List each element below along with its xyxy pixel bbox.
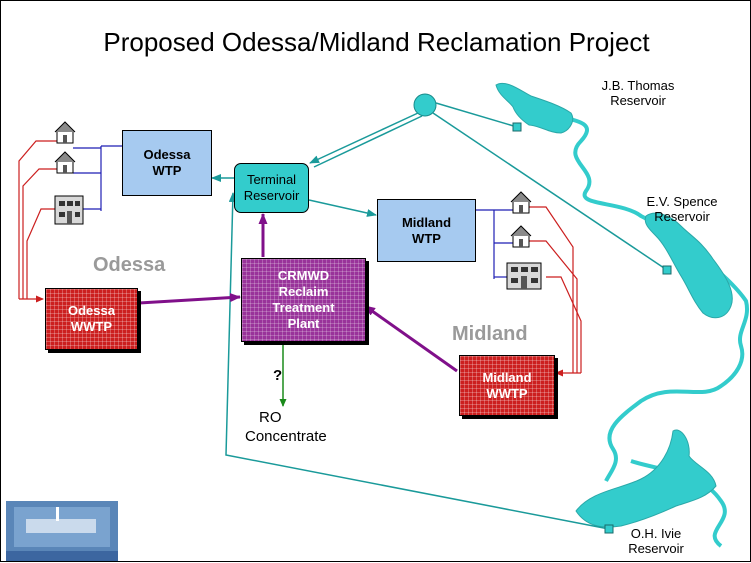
jb-thomas-intake: [512, 122, 522, 132]
midland-distribution-lines: [476, 209, 513, 279]
crmwd-plant-line-3: Treatment: [272, 300, 335, 315]
midland-wwtp-line-2: WWTP: [486, 385, 528, 401]
odessa-wwtp-line-1: Odessa: [68, 303, 115, 318]
midland-apartment-icon: [506, 262, 542, 290]
ev-spence-reservoir-shape: [644, 212, 733, 319]
ev-spence-line-2: Reservoir: [654, 209, 710, 224]
oh-ivie-intake: [604, 524, 614, 534]
terminal-reservoir-box: Terminal Reservoir: [234, 163, 309, 213]
terminal-reservoir-line-2: Reservoir: [243, 188, 300, 203]
midland-wwtp-line-1: Midland: [482, 369, 532, 385]
ro-line-2: Concentrate: [245, 428, 327, 445]
flow-odessa-wwtp-to-plant: [138, 293, 241, 305]
midland-wtp-line-1: Midland: [401, 214, 452, 230]
odessa-house-2-icon: [54, 151, 76, 174]
pipeline-junction-to-terminal-a: [309, 112, 419, 164]
odessa-collection-lines: [18, 140, 59, 303]
freese-nichols-logo: [6, 501, 118, 561]
odessa-wwtp-line-2: WWTP: [70, 319, 113, 334]
pipeline-jb-thomas: [435, 102, 518, 128]
jb-thomas-reservoir-shape: [495, 82, 574, 134]
flow-midland-wwtp-to-plant: [364, 304, 458, 373]
ro-concentrate-label: RO Concentrate: [245, 408, 355, 446]
midland-wtp-box: Midland WTP: [377, 199, 476, 262]
oh-ivie-reservoir-shape: [575, 429, 717, 528]
ev-spence-label: E.V. Spence Reservoir: [627, 194, 737, 224]
crmwd-plant-box: CRMWD Reclaim Treatment Plant: [241, 258, 366, 342]
pipeline-junction: [413, 93, 437, 117]
river: [548, 111, 750, 482]
crmwd-plant-line-4: Plant: [287, 316, 320, 331]
midland-collection-lines: [528, 206, 582, 377]
ro-line-1: RO: [259, 409, 282, 426]
pipeline-ev-spence: [432, 112, 668, 271]
odessa-wwtp-box: Odessa WWTP: [45, 288, 138, 350]
oh-ivie-line-2: Reservoir: [628, 541, 684, 556]
midland-wtp-line-2: WTP: [412, 230, 441, 246]
midland-house-2-icon: [510, 225, 532, 248]
ev-spence-line-1: E.V. Spence: [646, 194, 718, 209]
terminal-reservoir-line-1: Terminal: [246, 172, 297, 187]
odessa-wtp-line-1: Odessa: [143, 147, 191, 162]
odessa-apartment-icon: [54, 195, 84, 225]
odessa-distribution-lines: [73, 145, 122, 211]
midland-house-1-icon: [510, 191, 532, 214]
oh-ivie-label: O.H. Ivie Reservoir: [601, 526, 711, 556]
odessa-house-1-icon: [54, 121, 76, 144]
pipeline-terminal-to-midland-wtp: [308, 199, 377, 217]
jb-thomas-label: J.B. Thomas Reservoir: [583, 78, 693, 108]
jb-thomas-line-2: Reservoir: [610, 93, 666, 108]
ro-question-mark: ?: [273, 367, 283, 384]
ev-spence-intake: [662, 265, 672, 275]
oh-ivie-line-1: O.H. Ivie: [630, 526, 682, 541]
pipeline-oh-ivie: [225, 192, 610, 530]
crmwd-plant-line-1: CRMWD: [277, 268, 330, 283]
slide-title: Proposed Odessa/Midland Reclamation Proj…: [103, 27, 650, 57]
midland-city-label: Midland: [452, 323, 528, 345]
midland-wwtp-box: Midland WWTP: [459, 355, 555, 416]
odessa-wtp-box: Odessa WTP: [122, 130, 212, 196]
odessa-city-label: Odessa: [93, 254, 166, 276]
crmwd-plant-line-2: Reclaim: [278, 284, 329, 299]
odessa-wtp-line-2: WTP: [152, 163, 182, 178]
jb-thomas-line-1: J.B. Thomas: [601, 78, 675, 93]
pipeline-junction-to-terminal-b: [313, 115, 423, 168]
